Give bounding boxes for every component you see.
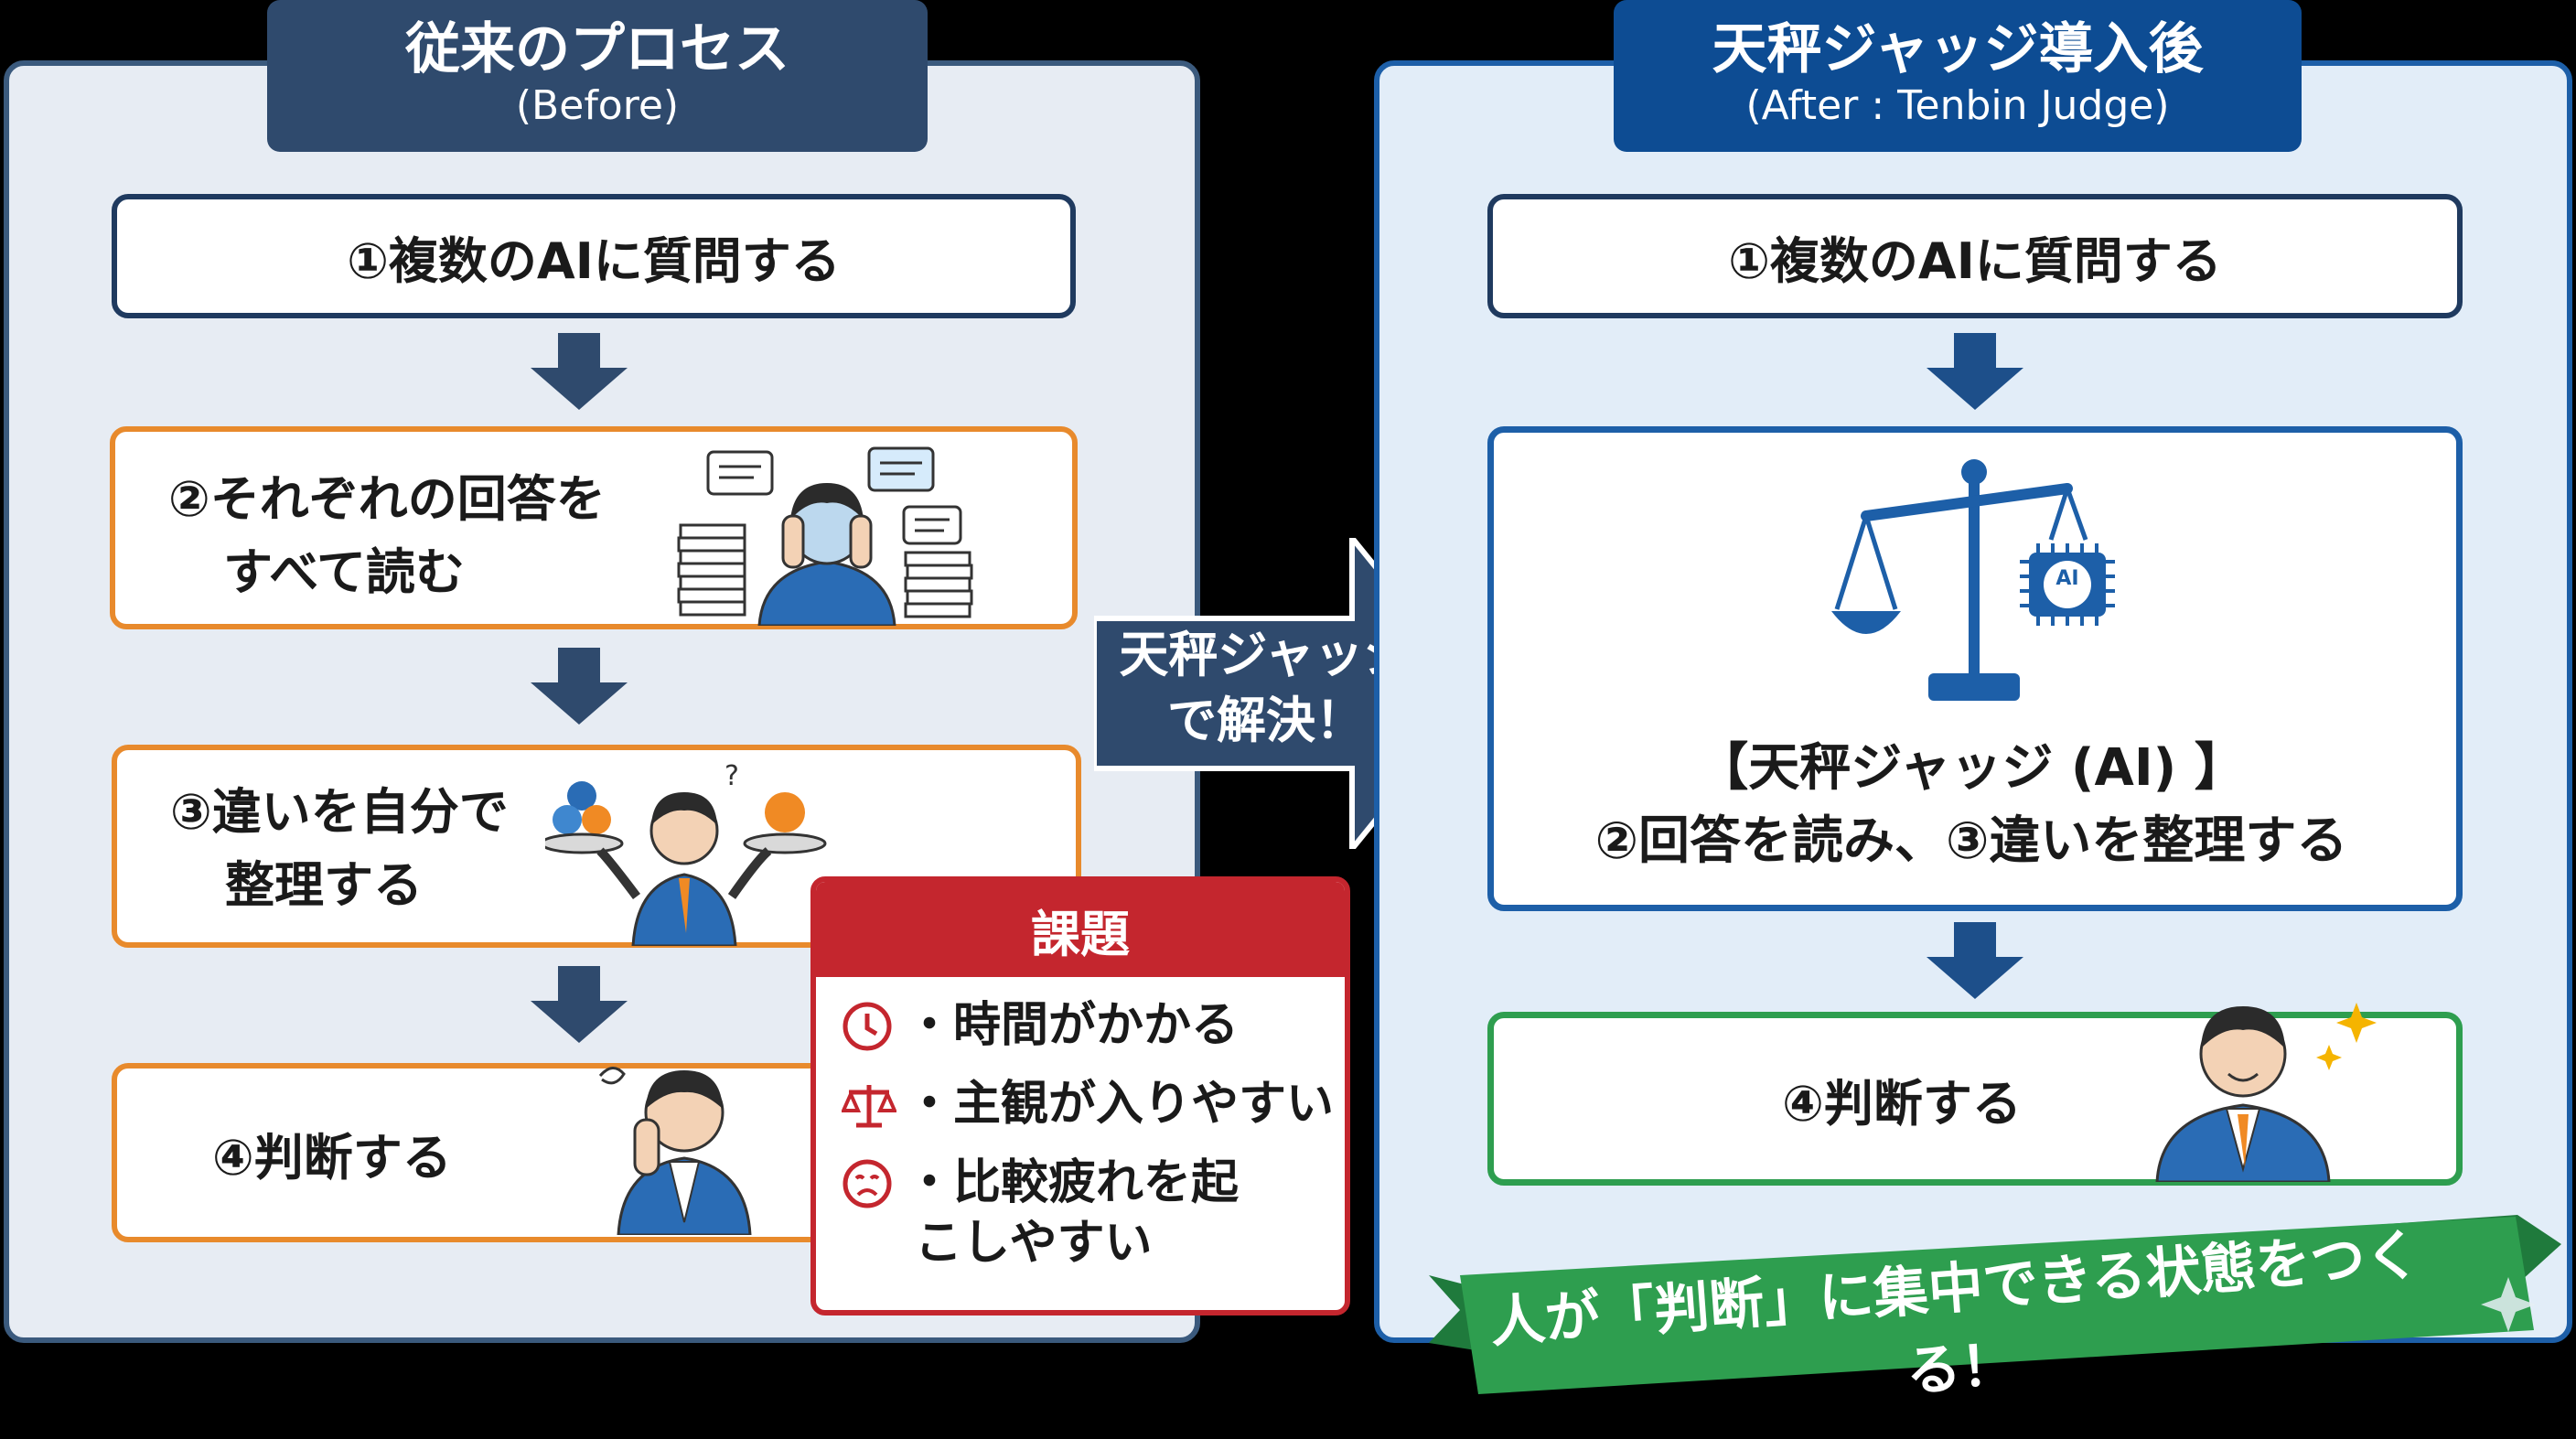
confident-person-icon (2155, 1003, 2377, 1182)
transition-label-line2: で解決！ (1167, 692, 1365, 749)
after-header: 天秤ジャッジ導入後 (After : Tenbin Judge) (1614, 0, 2302, 152)
before-step-3-line1: ③違いを自分で (170, 783, 509, 841)
before-subtitle: (Before) (515, 82, 680, 129)
challenge-box: 課題 ・時間がかかる ・主観が入りやすい ・比較疲れを起こしやすい (810, 876, 1350, 1316)
svg-text:?: ? (724, 760, 739, 792)
before-step-4-label: ④判断する (212, 1128, 452, 1187)
challenge-item-fatigue-line1: ・比較疲れを起 (906, 1155, 1240, 1210)
challenge-item-time-label: ・時間がかかる (906, 998, 1240, 1053)
before-header: 従来のプロセス (Before) (267, 0, 928, 152)
comparing-person-icon: ? (545, 760, 827, 946)
down-arrow-icon (531, 648, 628, 725)
challenge-item-bias-label: ・主観が入りやすい (906, 1077, 1335, 1132)
down-arrow-icon (531, 333, 628, 410)
tenbin-judge-title: 【天秤ジャッジ (AI) 】 (1697, 738, 2246, 798)
before-title: 従来のプロセス (405, 17, 789, 81)
tenbin-judge-caption: 【天秤ジャッジ (AI) 】 ②回答を読み、③違いを整理する (1491, 732, 2452, 878)
conclusion-banner (1429, 1215, 2561, 1394)
before-step-3-line2: 整理する (225, 856, 423, 914)
after-subtitle: (After : Tenbin Judge) (1745, 82, 2170, 129)
before-step-2-line2: すべて読む (223, 543, 466, 601)
after-step-1: ①複数のAIに質問する (1487, 194, 2463, 318)
overwhelmed-reader-icon (677, 446, 973, 626)
challenge-item-fatigue: ・比較疲れを起こしやすい (842, 1153, 1239, 1273)
down-arrow-icon (1927, 922, 2023, 999)
before-step-1-label: ①複数のAIに質問する (347, 231, 841, 290)
tired-person-icon (598, 1067, 752, 1235)
scale-icon (840, 1085, 898, 1128)
transition-label-line1: 天秤ジャッジ (1119, 626, 1413, 683)
after-step-4-label: ④判断する (1782, 1074, 2022, 1133)
before-step-2: ②それぞれの回答を すべて読む (110, 426, 1078, 629)
ai-chip-label: AI (2055, 567, 2079, 590)
transition-label: 天秤ジャッジ で解決！ (1101, 622, 1431, 754)
down-arrow-icon (1927, 333, 2023, 410)
clock-icon (843, 1002, 892, 1051)
after-step-1-label: ①複数のAIに質問する (1728, 231, 2222, 290)
challenge-title: 課題 (816, 882, 1345, 977)
after-title: 天秤ジャッジ導入後 (1712, 17, 2204, 81)
down-arrow-icon (531, 966, 628, 1043)
tired-face-icon (843, 1159, 892, 1208)
before-step-2-line1: ②それぞれの回答を (168, 470, 606, 528)
before-step-1: ①複数のAIに質問する (112, 194, 1076, 318)
tenbin-judge-desc: ②回答を読み、③違いを整理する (1594, 811, 2348, 871)
challenge-item-fatigue-line2: こしやすい (915, 1216, 1153, 1271)
challenge-item-time: ・時間がかかる (842, 995, 1239, 1067)
ai-balance-scale-icon (1831, 459, 2115, 701)
challenge-item-bias: ・主観が入りやすい (840, 1074, 1335, 1145)
